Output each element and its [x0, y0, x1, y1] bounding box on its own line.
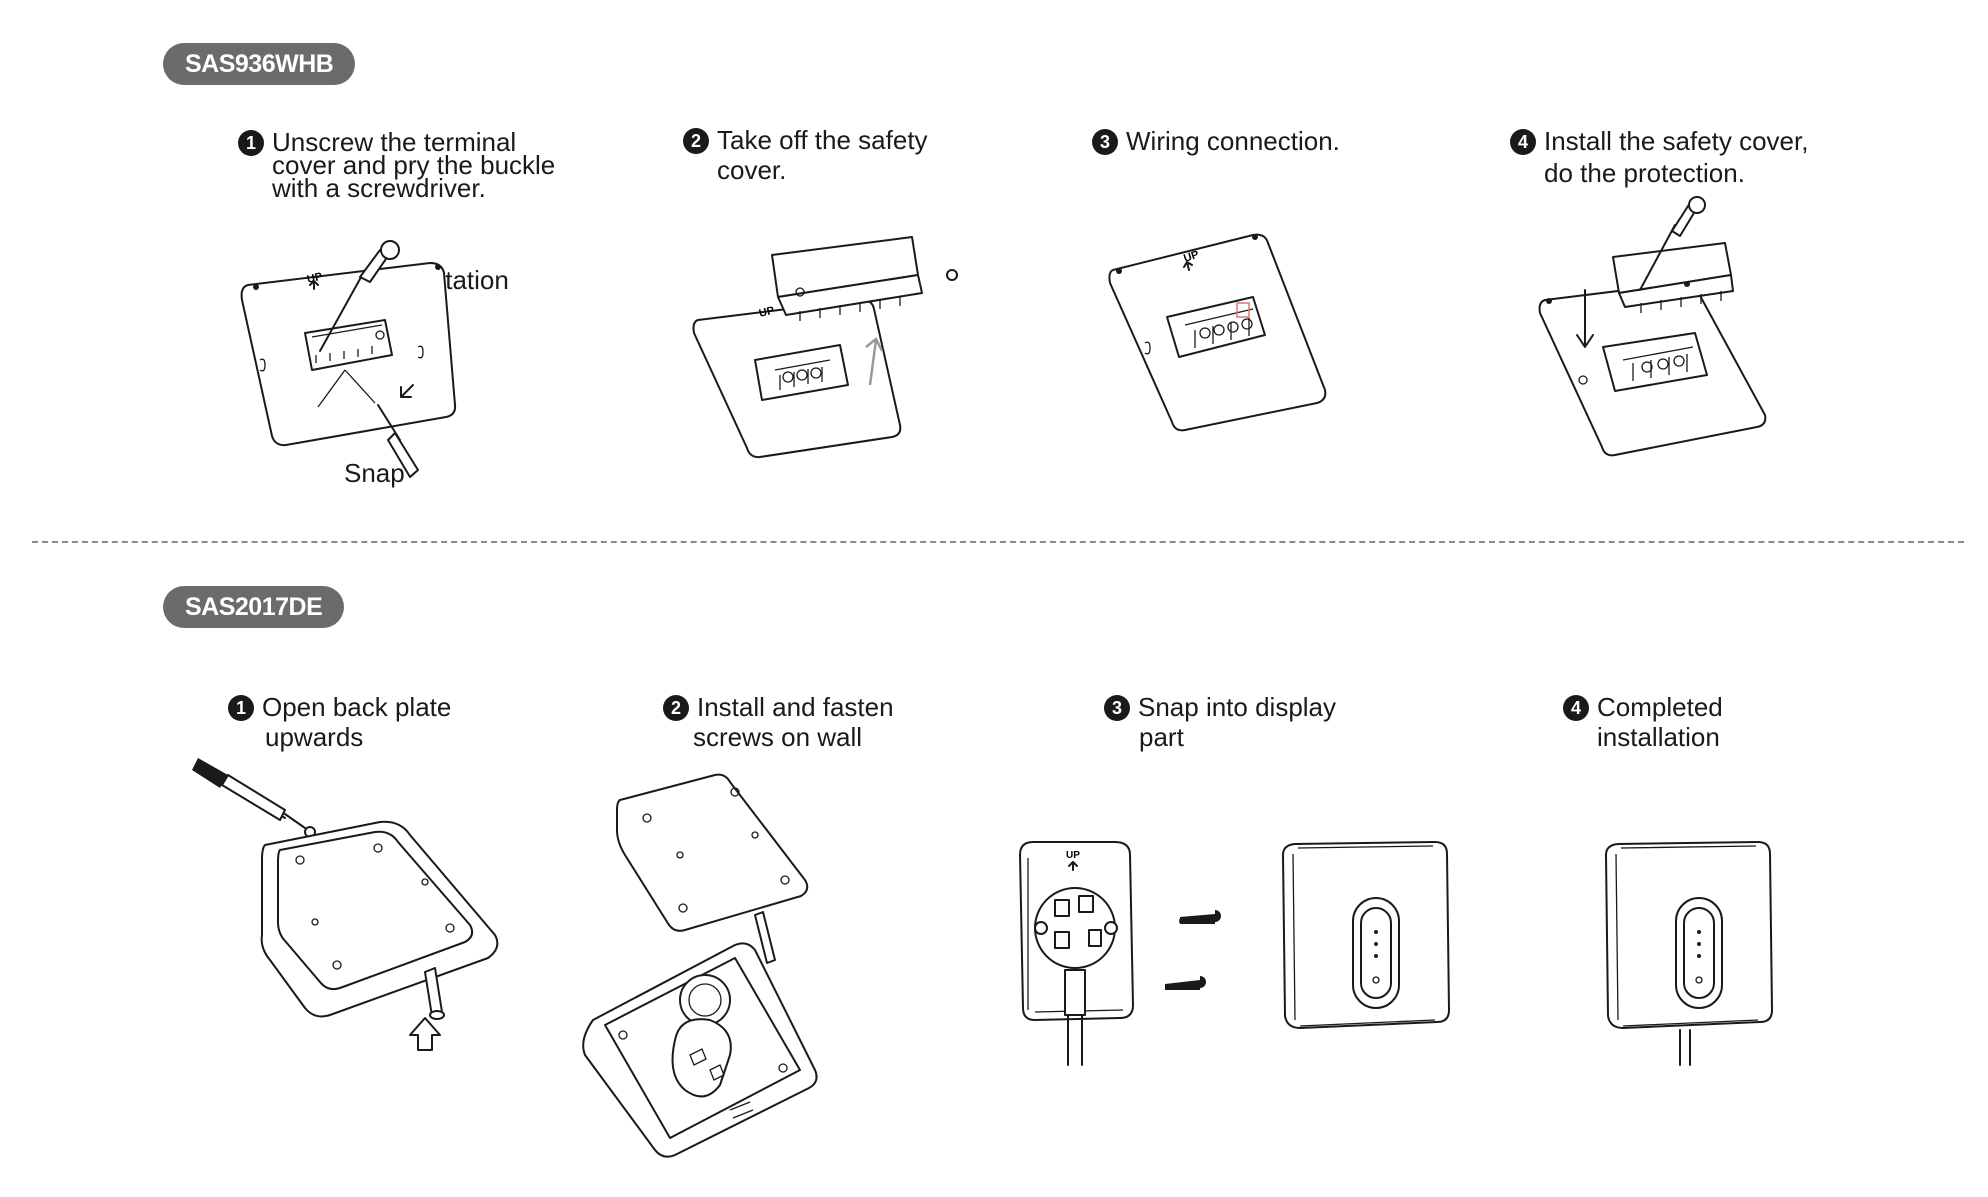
step-number-1: 1 — [228, 695, 254, 721]
step-number-4: 4 — [1510, 129, 1536, 155]
illustration-remove-safety-cover: UP — [690, 225, 970, 465]
svg-text:UP: UP — [306, 271, 324, 286]
illustration-wiring-connection: UP — [1105, 225, 1335, 435]
illustration-fasten-screws — [575, 770, 835, 1170]
illustration-open-back-plate — [192, 758, 510, 1070]
illustration-completed-installation — [1598, 840, 1778, 1070]
illustration-snap-display: UP — [1015, 840, 1455, 1070]
step-number-1: 1 — [238, 130, 264, 156]
model-badge-sas936whb: SAS936WHB — [163, 43, 356, 85]
step-number-3: 3 — [1104, 695, 1130, 721]
illustration-unscrew-cover: UP — [230, 255, 480, 495]
svg-text:UP: UP — [758, 305, 776, 320]
step-number-3: 3 — [1092, 129, 1118, 155]
step-number-4: 4 — [1563, 695, 1589, 721]
section-divider — [32, 541, 1964, 543]
step-number-2: 2 — [683, 128, 709, 154]
svg-text:UP: UP — [1182, 249, 1200, 265]
illustration-install-safety-cover — [1535, 195, 1795, 465]
model-badge-sas2017de: SAS2017DE — [163, 586, 345, 628]
svg-text:UP: UP — [1066, 850, 1080, 861]
step-number-2: 2 — [663, 695, 689, 721]
snap-label: Snap — [344, 458, 405, 488]
